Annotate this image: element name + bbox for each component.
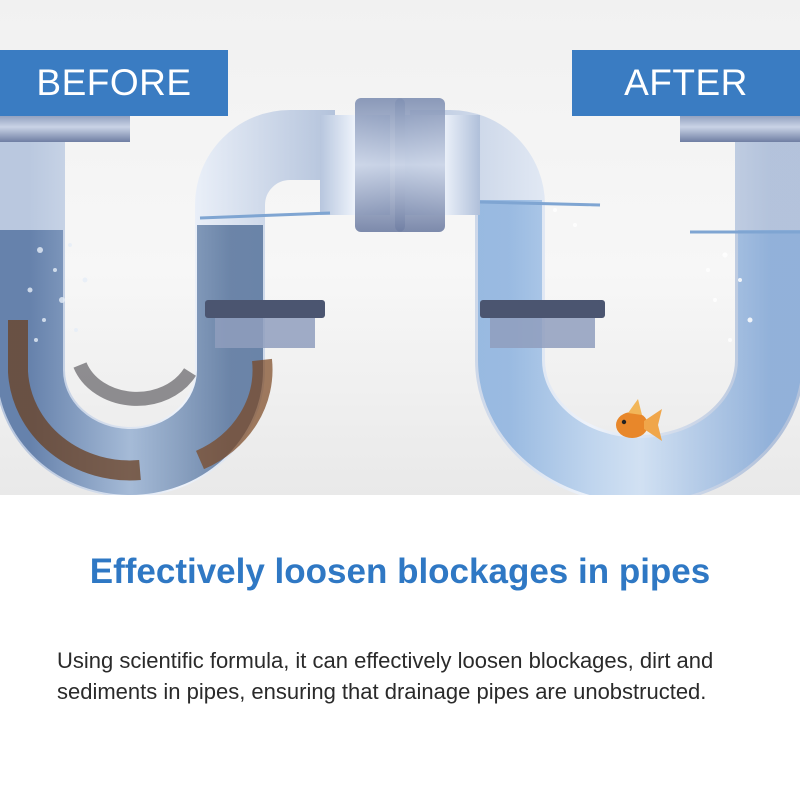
after-pipe [395, 98, 800, 495]
pipe-illustration [0, 98, 800, 495]
before-after-illustration: BEFORE AFTER [0, 0, 800, 495]
before-label: BEFORE [0, 50, 228, 116]
after-label: AFTER [572, 50, 800, 116]
headline: Effectively loosen blockages in pipes [89, 552, 711, 591]
before-pipe [0, 98, 405, 495]
goldfish-icon [616, 399, 662, 441]
description-text: Using scientific formula, it can effecti… [57, 648, 714, 704]
